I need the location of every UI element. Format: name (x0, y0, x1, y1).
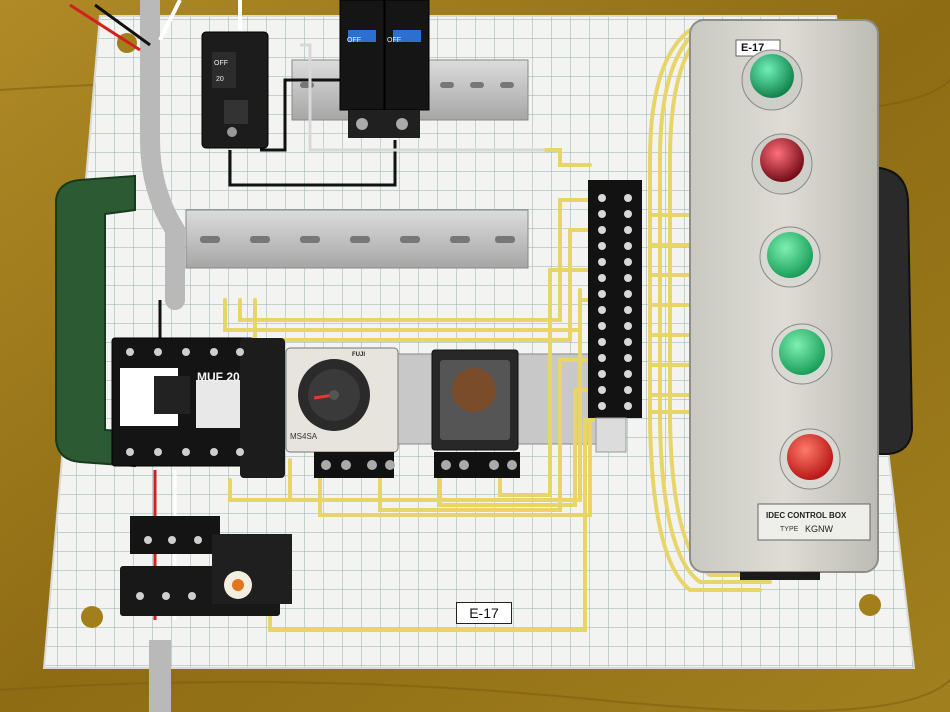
mount-hole (81, 606, 103, 628)
brand-name: IDEC (766, 511, 786, 520)
din-rail-middle (185, 209, 529, 269)
mount-hole (859, 594, 881, 616)
breaker-1-state: OFF (347, 37, 361, 44)
push-button-green-start[interactable] (759, 226, 821, 288)
control-box (689, 19, 879, 580)
push-button-green[interactable] (771, 323, 833, 385)
main-breaker-rating: 20 (216, 76, 224, 83)
breaker-2-state: OFF (387, 37, 401, 44)
main-breaker-state: OFF (214, 60, 228, 67)
control-box-model: KGNW (805, 524, 833, 534)
main-circuit-breaker (201, 31, 269, 149)
power-relay (431, 349, 520, 478)
black-wire (228, 140, 397, 187)
board-label: E-17 (456, 602, 512, 624)
control-box-type-label: TYPE (780, 526, 799, 533)
pilot-lamp-red (751, 133, 813, 195)
power-cable-top (140, 0, 185, 310)
thermal-overload-relay (120, 516, 292, 616)
timer-model: MS4SA (290, 432, 318, 441)
terminal-block (588, 180, 642, 453)
contactor-model: MUF 20 (197, 370, 240, 384)
box-title: CONTROL BOX (787, 511, 847, 520)
push-button-red-stop[interactable] (779, 428, 841, 490)
timer-relay (285, 347, 399, 478)
timer-brand: FUJI (352, 352, 366, 358)
yellow-control-wiring (223, 28, 777, 632)
breaker-pair (339, 0, 430, 138)
right-handle (850, 167, 914, 455)
control-box-brand: IDEC CONTROL BOX (766, 511, 846, 520)
control-box-label: E-17 (741, 42, 765, 54)
magnetic-contactor (111, 337, 285, 478)
pilot-lamp-green (741, 49, 803, 111)
